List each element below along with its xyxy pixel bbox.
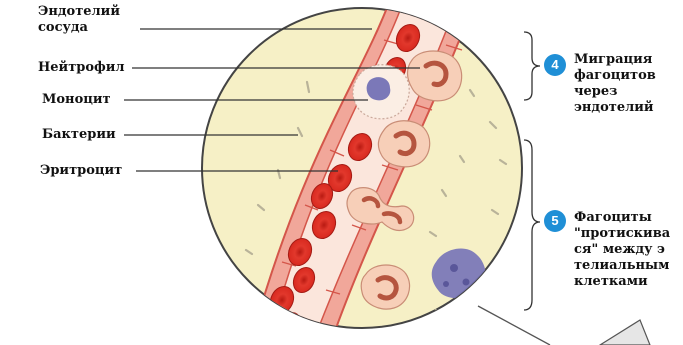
pointer-arrow xyxy=(478,306,650,345)
label-neutrophil: Нейтрофил xyxy=(38,60,125,76)
migrating-phagocyte xyxy=(378,121,429,167)
step-4-text: Миграция фагоцитов через эндотелий xyxy=(574,52,656,116)
label-erythrocyte: Эритроцит xyxy=(40,163,122,179)
label-bacteria: Бактерии xyxy=(42,127,116,143)
brace-step-4 xyxy=(524,32,540,100)
step-4-badge: 4 xyxy=(544,54,566,76)
neutrophil-cell xyxy=(408,51,462,101)
monocyte-cell xyxy=(353,65,409,119)
label-vessel-endothelium: Эндотелий сосуда xyxy=(38,4,120,36)
brace-step-5 xyxy=(524,140,540,310)
step-5-badge: 5 xyxy=(544,210,566,232)
phagocyte-in-tissue xyxy=(361,265,409,309)
label-monocyte: Моноцит xyxy=(42,92,111,108)
step-5-text: Фагоциты "протискива ся" между э телиаль… xyxy=(574,210,683,290)
